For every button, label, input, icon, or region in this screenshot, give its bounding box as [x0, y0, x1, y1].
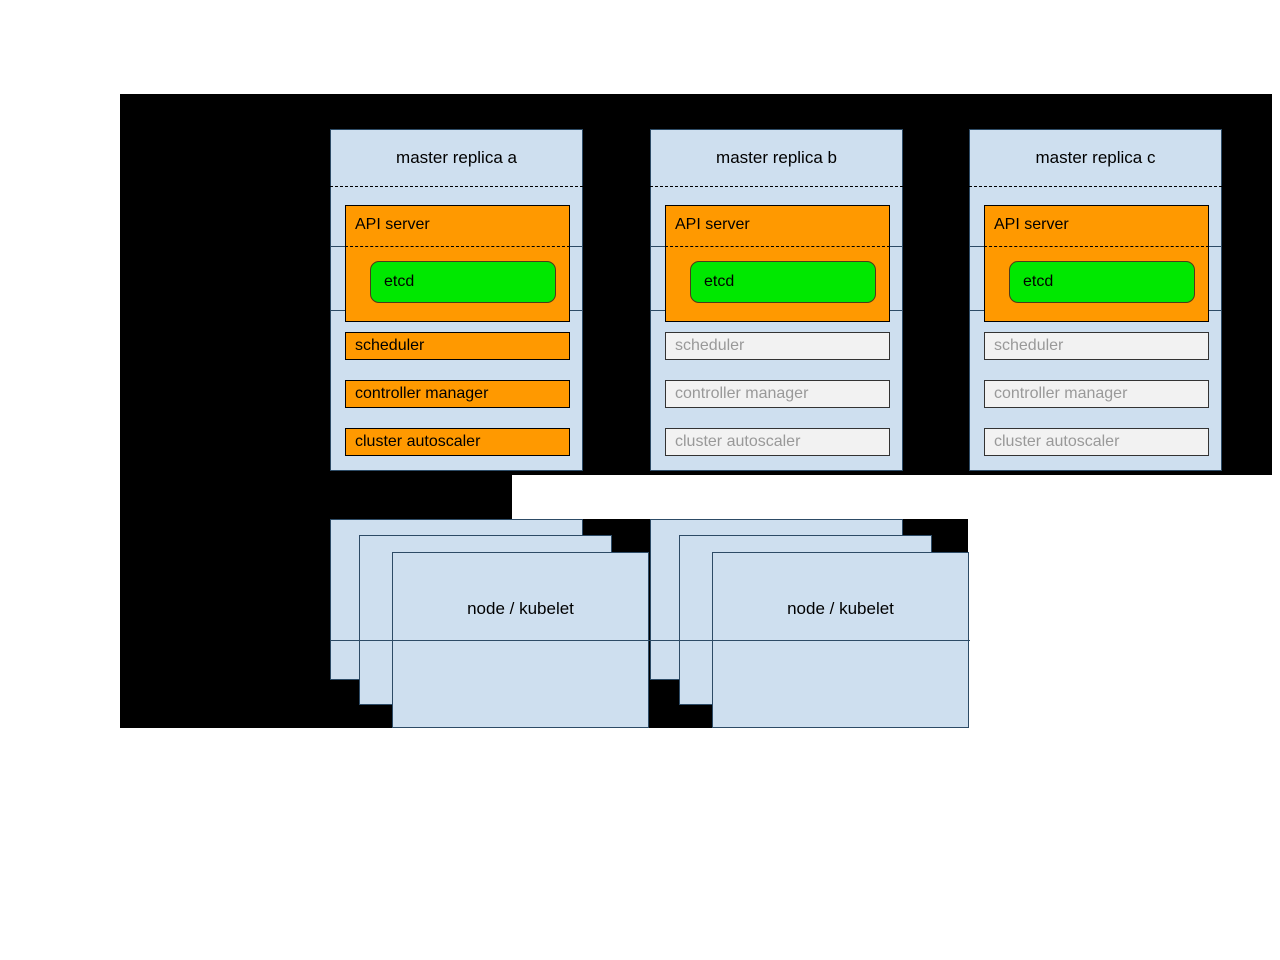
etcd-box-c[interactable]: etcd [1009, 261, 1195, 303]
node-group-hairline-1 [330, 640, 650, 641]
etcd-box-b[interactable]: etcd [690, 261, 876, 303]
replica-title-c: master replica c [1035, 148, 1156, 167]
master-replica-card-a[interactable]: master replica a API server etcd schedul… [330, 129, 583, 471]
scheduler-label-b: scheduler [675, 337, 745, 354]
replica-title-b: master replica b [716, 148, 837, 167]
cluster-autoscaler-box-a[interactable]: cluster autoscaler [345, 428, 570, 456]
replica-title-a: master replica a [396, 148, 517, 167]
scheduler-box-b[interactable]: scheduler [665, 332, 890, 360]
replica-dashed-separator-top-b [650, 186, 903, 187]
scheduler-label-c: scheduler [994, 337, 1064, 354]
controller-manager-box-c[interactable]: controller manager [984, 380, 1209, 408]
api-server-dashed-separator-c [984, 246, 1209, 247]
etcd-box-a[interactable]: etcd [370, 261, 556, 303]
scheduler-label-a: scheduler [355, 337, 425, 354]
scheduler-box-a[interactable]: scheduler [345, 332, 570, 360]
master-replica-card-c[interactable]: master replica c API server etcd schedul… [969, 129, 1222, 471]
api-server-box-b[interactable]: API server etcd [665, 205, 890, 322]
api-server-dashed-separator-a [345, 246, 570, 247]
api-server-dashed-separator-b [665, 246, 890, 247]
cluster-autoscaler-label-c: cluster autoscaler [994, 433, 1120, 450]
cluster-autoscaler-box-c[interactable]: cluster autoscaler [984, 428, 1209, 456]
master-replica-card-b[interactable]: master replica b API server etcd schedul… [650, 129, 903, 471]
node-label-1: node / kubelet [467, 599, 574, 618]
scheduler-box-c[interactable]: scheduler [984, 332, 1209, 360]
api-server-label-a: API server [355, 216, 430, 233]
controller-manager-box-a[interactable]: controller manager [345, 380, 570, 408]
api-server-box-a[interactable]: API server etcd [345, 205, 570, 322]
node-group-hairline-2 [650, 640, 970, 641]
node-label-2: node / kubelet [787, 599, 894, 618]
cluster-autoscaler-label-b: cluster autoscaler [675, 433, 801, 450]
cluster-autoscaler-label-a: cluster autoscaler [355, 433, 481, 450]
etcd-label-a: etcd [384, 273, 415, 290]
etcd-label-b: etcd [704, 273, 735, 290]
etcd-label-c: etcd [1023, 273, 1054, 290]
controller-manager-label-b: controller manager [675, 385, 809, 402]
controller-manager-label-a: controller manager [355, 385, 489, 402]
cluster-autoscaler-box-b[interactable]: cluster autoscaler [665, 428, 890, 456]
api-server-box-c[interactable]: API server etcd [984, 205, 1209, 322]
api-server-label-c: API server [994, 216, 1069, 233]
replica-dashed-separator-top-c [969, 186, 1222, 187]
controller-manager-box-b[interactable]: controller manager [665, 380, 890, 408]
api-server-label-b: API server [675, 216, 750, 233]
replica-dashed-separator-top-a [330, 186, 583, 187]
backdrop-left-notch [120, 475, 512, 519]
controller-manager-label-c: controller manager [994, 385, 1128, 402]
